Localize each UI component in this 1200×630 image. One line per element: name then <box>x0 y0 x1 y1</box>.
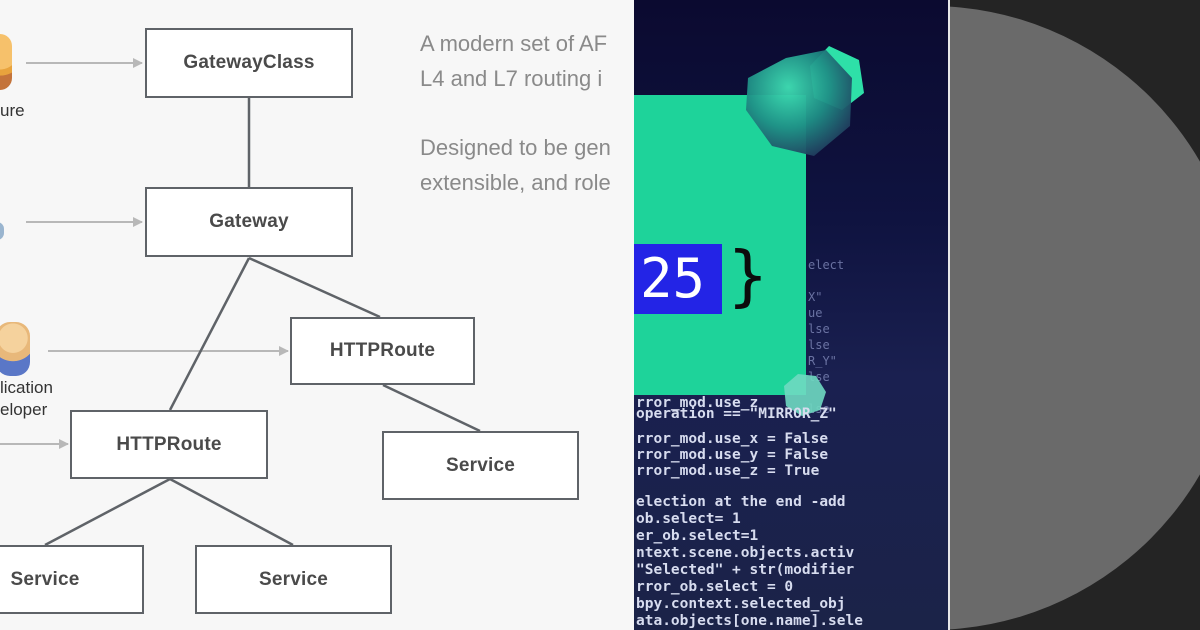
code-photo-panel: elect X" ue lse lse R_Y" lse lse 25 } rr… <box>634 0 950 630</box>
persona-label-infra: ure <box>0 101 25 120</box>
closing-brace: } <box>728 237 768 314</box>
faint-code-line: R_Y" <box>808 354 837 368</box>
description-line-3: Designed to be gen <box>420 135 611 160</box>
httproute-upper-node: HTTPRoute <box>290 317 475 385</box>
gateway-api-diagram: ure lication eloper GatewayClass Gateway… <box>0 0 634 630</box>
persona-label-app-line2: eloper <box>0 400 48 419</box>
gatewayclass-node: GatewayClass <box>145 28 353 98</box>
link-httproute-upper-service <box>382 383 481 433</box>
faint-code-line: ue <box>808 306 823 320</box>
service-bottom-mid-node: Service <box>195 545 392 614</box>
application-developer-avatar-icon <box>0 322 30 376</box>
code-line: "Selected" + str(modifier <box>636 562 855 578</box>
gray-circle-icon <box>950 6 1200 630</box>
code-line: ntext.scene.objects.activ <box>636 545 855 561</box>
faint-code-line: X" <box>808 290 823 304</box>
code-line: rror_mod.use_y = False <box>636 447 829 463</box>
diagram-connectors <box>0 58 481 547</box>
link-gateway-httproute-upper <box>248 256 381 319</box>
link-httproute-lower-service-mid <box>169 477 294 547</box>
code-line: rror_mod.use_x = False <box>636 431 829 447</box>
code-line: rror_ob.select = 0 <box>636 579 794 595</box>
persona-label-app-line1: lication <box>0 378 53 397</box>
code-line: ata.objects[one.name].sele <box>636 613 863 629</box>
faint-code-line: lse <box>808 322 830 336</box>
description-line-4: extensible, and role <box>420 170 611 195</box>
dark-panel <box>950 0 1200 630</box>
faint-code-line: elect <box>808 258 845 272</box>
httproute-lower-node: HTTPRoute <box>70 410 268 479</box>
code-number-box: 25 <box>634 244 722 314</box>
description-line-1: A modern set of AF <box>420 31 608 56</box>
gateway-node: Gateway <box>145 187 353 257</box>
link-httproute-lower-service-left <box>44 477 171 547</box>
cluster-operator-avatar-icon <box>0 222 4 240</box>
description-line-2: L4 and L7 routing i <box>420 66 603 91</box>
code-line: rror_mod.use_z <box>636 395 759 411</box>
code-line: operation == "MIRROR_Z" <box>636 406 837 422</box>
infrastructure-provider-avatar-icon <box>0 34 12 90</box>
code-line: rror_mod.use_z = True <box>636 463 820 479</box>
service-bottom-left-node: Service <box>0 545 144 614</box>
hexagon-blob-icon <box>746 46 864 156</box>
code-line: er_ob.select=1 <box>636 528 759 544</box>
faint-code-line: lse <box>808 338 830 352</box>
small-hexagon-blob-icon <box>784 374 826 416</box>
code-line: bpy.context.selected_obj <box>636 596 846 612</box>
code-line: ob.select= 1 <box>636 511 741 527</box>
link-gateway-httproute-lower <box>168 257 251 411</box>
service-right-node: Service <box>382 431 579 500</box>
gray-circle-graphic <box>950 6 1200 630</box>
code-line: election at the end -add <box>636 494 846 510</box>
